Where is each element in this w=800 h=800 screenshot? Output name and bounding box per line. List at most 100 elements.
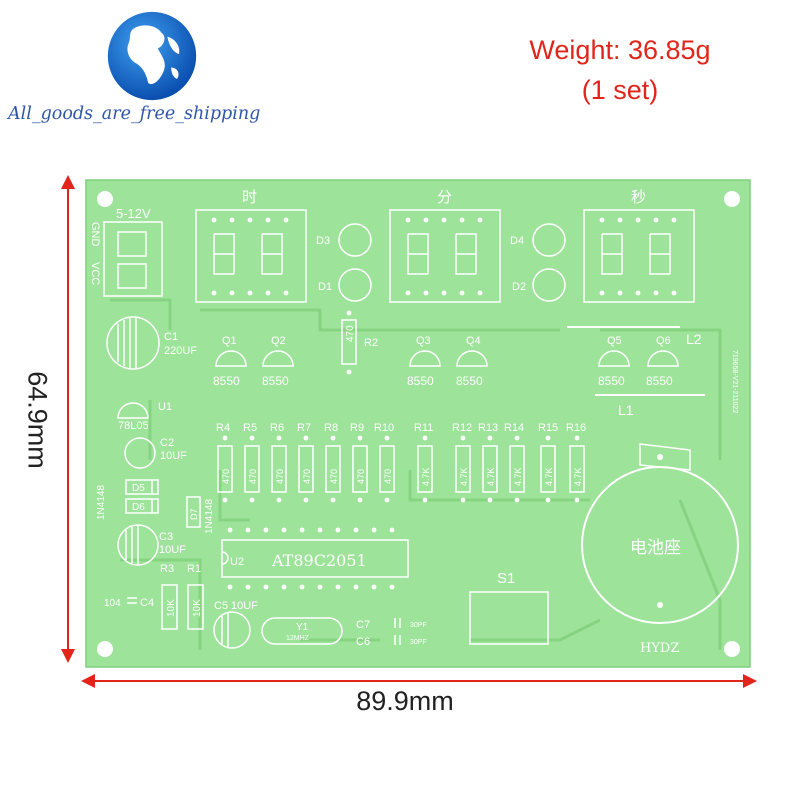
r9-label: R9 (350, 422, 364, 434)
c6-label: C6 (356, 636, 370, 648)
q1-type: 8550 (213, 374, 240, 388)
c3-value: 10UF (159, 544, 186, 556)
c1-value: 220UF (164, 345, 197, 357)
d7-label: D7 (189, 508, 199, 520)
display-minutes (389, 209, 501, 303)
r7-value: 470 (302, 469, 312, 484)
r4-label: R4 (216, 422, 230, 434)
chip-name: AT89C2051 (271, 551, 367, 570)
weight-info: Weight: 36.85g (1 set) (470, 30, 770, 110)
set-text: (1 set) (581, 75, 659, 105)
r8-label: R8 (324, 422, 338, 434)
resistor-r1 (187, 584, 204, 630)
capacitor-c7 (394, 618, 401, 628)
q5-type: 8550 (598, 374, 625, 388)
gnd-label: GND (89, 222, 101, 247)
c4-value: 104 (104, 598, 121, 609)
display-pins (211, 217, 677, 296)
regulator-u1 (117, 402, 149, 419)
q6-label: Q6 (656, 335, 671, 347)
c3-label: C3 (159, 531, 173, 543)
r1-label: R1 (187, 563, 201, 575)
r5-label: R5 (243, 422, 257, 434)
q6-type: 8550 (646, 374, 673, 388)
capacitor-c6 (394, 635, 401, 645)
r2-value: 470 (345, 325, 356, 342)
r10-label: R10 (374, 422, 394, 434)
c1-label: C1 (164, 331, 178, 343)
led-d1 (338, 268, 372, 302)
y1-value: 12MHZ (286, 635, 310, 642)
c6-value: 30PF (410, 639, 427, 646)
r15-label: R15 (538, 422, 558, 434)
capacitor-c4 (127, 597, 137, 604)
transistor-q1 (215, 350, 247, 367)
q4-label: Q4 (466, 335, 481, 347)
maker-label: HYDZ (640, 641, 679, 656)
display-hours (195, 209, 307, 303)
r9-value: 470 (356, 469, 366, 484)
display-seconds (583, 209, 695, 303)
transistor-q3 (409, 350, 441, 367)
c7-value: 30PF (410, 622, 427, 629)
resistor-r2 (341, 319, 357, 365)
store-name: All_goods_are_free_shipping (8, 104, 261, 124)
led-d1-label: D1 (318, 281, 332, 293)
r7-label: R7 (297, 422, 311, 434)
r6-label: R6 (270, 422, 284, 434)
r13-value: 4.7K (486, 467, 496, 486)
minutes-label: 分 (437, 189, 452, 206)
battery-label: 电池座 (630, 538, 681, 557)
q3-label: Q3 (416, 335, 431, 347)
crystal-y1 (261, 617, 343, 645)
r8-value: 470 (329, 469, 339, 484)
r3-label: R3 (160, 563, 174, 575)
c7-label: C7 (356, 619, 370, 631)
led-d2 (532, 268, 566, 302)
r5-value: 470 (248, 469, 258, 484)
d6-label: D6 (132, 502, 145, 513)
r12-value: 4.7K (459, 467, 469, 486)
weight-text: Weight: 36.85g (529, 35, 711, 65)
hours-label: 时 (242, 189, 257, 206)
transistor-q5 (598, 350, 630, 367)
r11-value: 4.7K (421, 467, 431, 486)
led-d3-label: D3 (316, 235, 330, 247)
d5-label: D5 (132, 483, 145, 494)
r4-value: 470 (221, 469, 231, 484)
pcb-traces (110, 298, 722, 650)
q2-label: Q2 (271, 335, 286, 347)
led-d4-label: D4 (510, 235, 524, 247)
c4-label: C4 (140, 597, 154, 609)
r16-value: 4.7K (573, 467, 583, 486)
diode-type-label: 1N4148 (96, 485, 107, 520)
transistor-q4 (456, 350, 488, 367)
r14-value: 4.7K (513, 467, 523, 486)
r16-label: R16 (566, 422, 586, 434)
led-d4 (532, 223, 566, 257)
r13-label: R13 (478, 422, 498, 434)
r3-value: 10K (166, 599, 177, 617)
globe-icon (107, 11, 197, 101)
r15-value: 4.7K (544, 467, 554, 486)
power-connector (103, 221, 163, 297)
mounting-hole (97, 641, 113, 657)
q1-label: Q1 (222, 335, 237, 347)
capacitor-c1 (106, 316, 160, 370)
switch-s1 (469, 591, 549, 645)
r10-value: 470 (383, 469, 393, 484)
resistor-r3 (161, 584, 178, 630)
seconds-label: 秒 (631, 189, 646, 206)
chip-pins (227, 527, 395, 590)
r11-label: R11 (414, 422, 433, 434)
c5-value: 10UF (231, 600, 258, 612)
l2-label: L2 (686, 331, 702, 347)
capacitor-c2 (124, 437, 156, 469)
u1-value: 78L05 (118, 420, 149, 432)
y1-label: Y1 (296, 622, 309, 633)
r2-label: R2 (364, 337, 378, 349)
transistor-q2 (262, 350, 294, 367)
r12-label: R12 (452, 422, 472, 434)
power-label: 5-12V (116, 206, 151, 221)
